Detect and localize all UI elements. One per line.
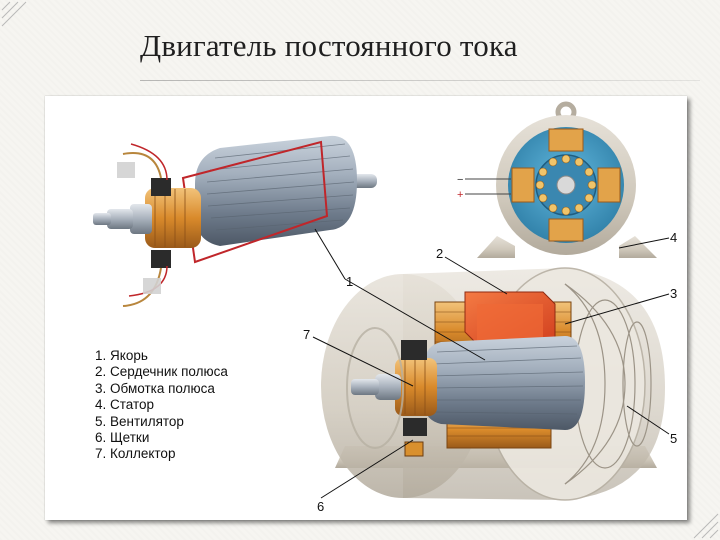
parts-legend: 1. Якорь 2. Сердечник полюса 3. Обмотка … (95, 348, 228, 463)
svg-text:−: − (457, 174, 463, 186)
assembled-motor-drawing (321, 267, 665, 501)
armature-drawing (93, 135, 377, 307)
callout-7: 7 (303, 327, 310, 342)
leader-lines (312, 228, 670, 499)
slide-title: Двигатель постоянного тока (140, 28, 518, 63)
legend-item-stator: 4. Статор (95, 397, 155, 413)
cross-section-drawing: − + (457, 101, 657, 258)
title-underline (140, 80, 700, 81)
svg-text:+: + (457, 189, 463, 201)
legend-item-commutator: 7. Коллектор (95, 446, 176, 462)
diagram-panel: − + (45, 96, 687, 520)
legend-item-pole-winding: 3. Обмотка полюса (95, 380, 215, 396)
callout-1: 1 (346, 274, 353, 289)
legend-item-pole-core: 2. Сердечник полюса (95, 364, 228, 380)
motor-illustration: − + (93, 101, 677, 514)
legend-item-brushes: 6. Щетки (95, 430, 150, 446)
callout-6: 6 (317, 499, 324, 514)
legend-item-fan: 5. Вентилятор (95, 413, 184, 429)
legend-item-armature: 1. Якорь (95, 348, 148, 363)
callout-5: 5 (670, 431, 677, 446)
callout-3: 3 (670, 286, 677, 301)
callout-2: 2 (436, 246, 443, 261)
callout-4: 4 (670, 230, 677, 245)
